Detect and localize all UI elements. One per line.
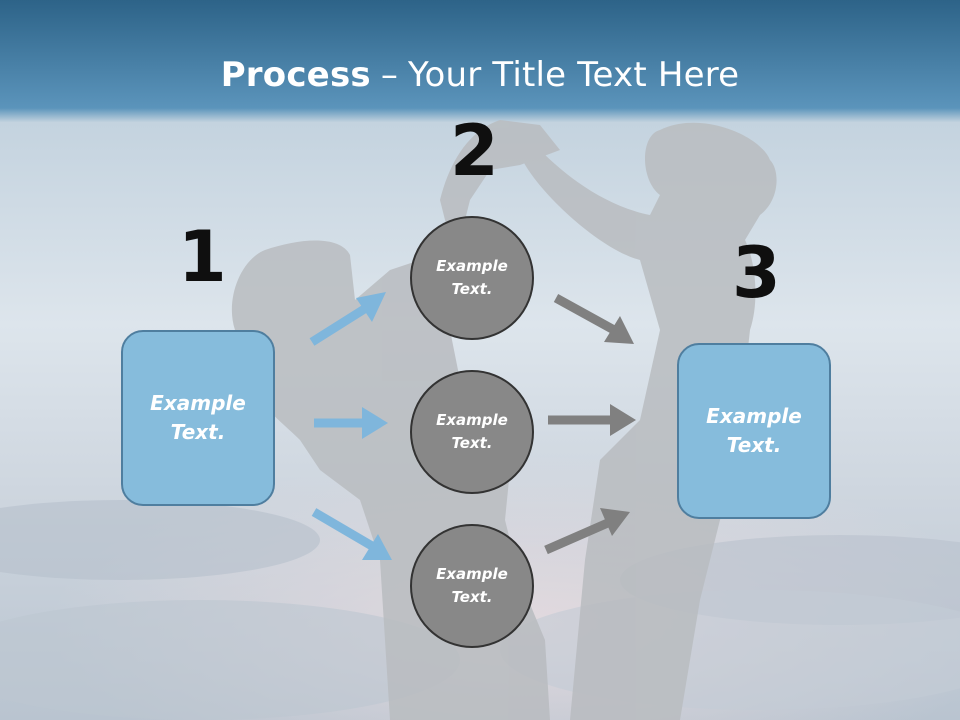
circle-top-line2: Text.: [451, 280, 493, 298]
arrow-gray-right: [548, 404, 636, 436]
circle-middle-line1: Example: [436, 411, 508, 429]
arrow-blue-right: [314, 407, 388, 439]
circle-bottom-line1: Example: [436, 565, 508, 583]
right-box-line2: Text.: [726, 433, 782, 457]
title-bold-part: Process: [220, 55, 371, 95]
circle-middle-line2: Text.: [451, 434, 493, 452]
arrows: [309, 292, 636, 560]
left-box-line1: Example: [150, 391, 246, 415]
title-rest: Your Title Text Here: [408, 55, 740, 95]
right-box-line1: Example: [706, 404, 802, 428]
arrow-blue-up: [309, 292, 386, 346]
arrow-blue-down: [311, 508, 392, 560]
circle-top[interactable]: Example Text.: [410, 216, 534, 340]
arrow-gray-up: [544, 508, 630, 555]
left-box[interactable]: Example Text.: [121, 330, 275, 506]
step-number-1: 1: [178, 216, 227, 298]
step-number-2: 2: [450, 110, 499, 192]
circle-bottom[interactable]: Example Text.: [410, 524, 534, 648]
left-box-line2: Text.: [170, 420, 226, 444]
circle-bottom-line2: Text.: [451, 588, 493, 606]
cloud: [0, 500, 320, 580]
step-number-3: 3: [732, 232, 781, 314]
right-box[interactable]: Example Text.: [677, 343, 831, 519]
circle-middle[interactable]: Example Text.: [410, 370, 534, 494]
arrow-gray-down: [553, 294, 634, 344]
title-separator: –: [380, 55, 399, 95]
slide-title: Process – Your Title Text Here: [0, 40, 960, 110]
circle-top-line1: Example: [436, 257, 508, 275]
cloud: [0, 600, 460, 720]
